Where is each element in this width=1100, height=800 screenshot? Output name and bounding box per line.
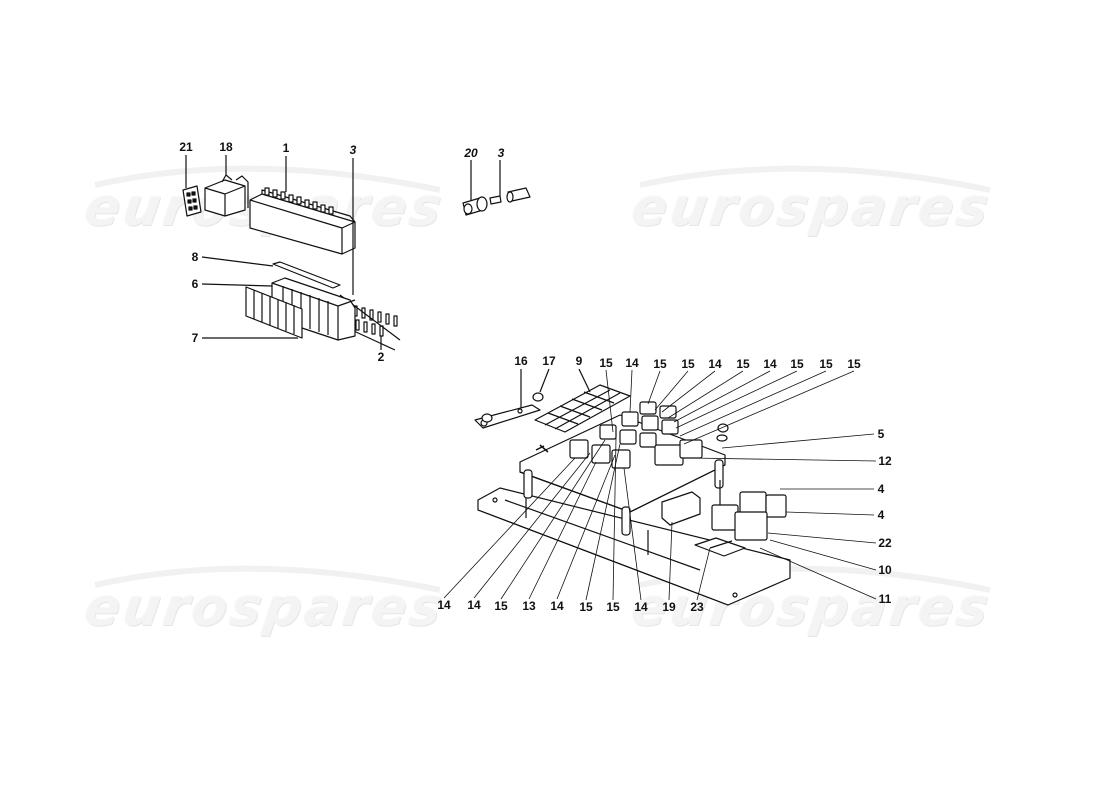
part-21-fuse-card[interactable] [182, 185, 202, 217]
part-label-15[interactable]: 15 [790, 357, 804, 371]
part-7-cover[interactable] [245, 286, 303, 339]
part-20-connector[interactable] [462, 196, 488, 216]
part-23-label[interactable] [694, 537, 746, 557]
part-label-15[interactable]: 15 [819, 357, 833, 371]
part-label-11[interactable]: 11 [878, 592, 892, 606]
part-label-14[interactable]: 14 [437, 598, 451, 612]
connector-socket[interactable] [506, 187, 531, 203]
part-label-5[interactable]: 5 [877, 427, 885, 441]
part-17-nut[interactable] [481, 392, 544, 423]
part-label-14[interactable]: 14 [625, 356, 639, 370]
part-label-15[interactable]: 15 [736, 357, 750, 371]
part-18-relay[interactable] [204, 175, 249, 217]
part-label-22[interactable]: 22 [878, 536, 892, 550]
part-label-14[interactable]: 14 [634, 600, 648, 614]
part-8-label-strip[interactable] [272, 261, 341, 289]
part-label-14[interactable]: 14 [708, 357, 722, 371]
part-1-fuse-box[interactable] [249, 187, 356, 255]
part-label-2[interactable]: 2 [377, 350, 385, 364]
arrow-indicator [535, 444, 549, 453]
part-label-17[interactable]: 17 [542, 354, 556, 368]
part-label-15[interactable]: 15 [599, 356, 613, 370]
part-label-9[interactable]: 9 [575, 354, 583, 368]
part-label-4[interactable]: 4 [877, 482, 885, 496]
part-label-1[interactable]: 1 [282, 141, 290, 155]
part-label-3[interactable]: 3 [497, 146, 505, 160]
part-label-23[interactable]: 23 [690, 600, 704, 614]
part-label-12[interactable]: 12 [878, 454, 892, 468]
relay-cluster[interactable] [569, 401, 703, 469]
part-10-22-relays[interactable] [711, 504, 768, 541]
part-label-10[interactable]: 10 [878, 563, 892, 577]
part-label-14[interactable]: 14 [467, 598, 481, 612]
part-label-3[interactable]: 3 [349, 143, 357, 157]
part-label-7[interactable]: 7 [191, 331, 199, 345]
part-label-15[interactable]: 15 [494, 599, 508, 613]
part-label-13[interactable]: 13 [522, 599, 536, 613]
part-label-15[interactable]: 15 [579, 600, 593, 614]
part-label-18[interactable]: 18 [219, 140, 233, 154]
part-label-20[interactable]: 20 [464, 146, 478, 160]
part-label-16[interactable]: 16 [514, 354, 528, 368]
part-label-4[interactable]: 4 [877, 508, 885, 522]
leader-lines [443, 369, 877, 601]
part-label-14[interactable]: 14 [550, 599, 564, 613]
part-label-14[interactable]: 14 [763, 357, 777, 371]
part-9-relay-cover[interactable] [534, 384, 631, 433]
part-label-15[interactable]: 15 [847, 357, 861, 371]
part-label-15[interactable]: 15 [681, 357, 695, 371]
part-label-6[interactable]: 6 [191, 277, 199, 291]
part-label-21[interactable]: 21 [179, 140, 193, 154]
part-label-19[interactable]: 19 [662, 600, 676, 614]
part-3-fuse-pin[interactable] [489, 195, 502, 205]
part-label-15[interactable]: 15 [653, 357, 667, 371]
part-label-8[interactable]: 8 [191, 250, 199, 264]
part-5-washers[interactable] [716, 423, 729, 442]
part-19-module[interactable] [661, 491, 701, 526]
part-label-15[interactable]: 15 [606, 600, 620, 614]
